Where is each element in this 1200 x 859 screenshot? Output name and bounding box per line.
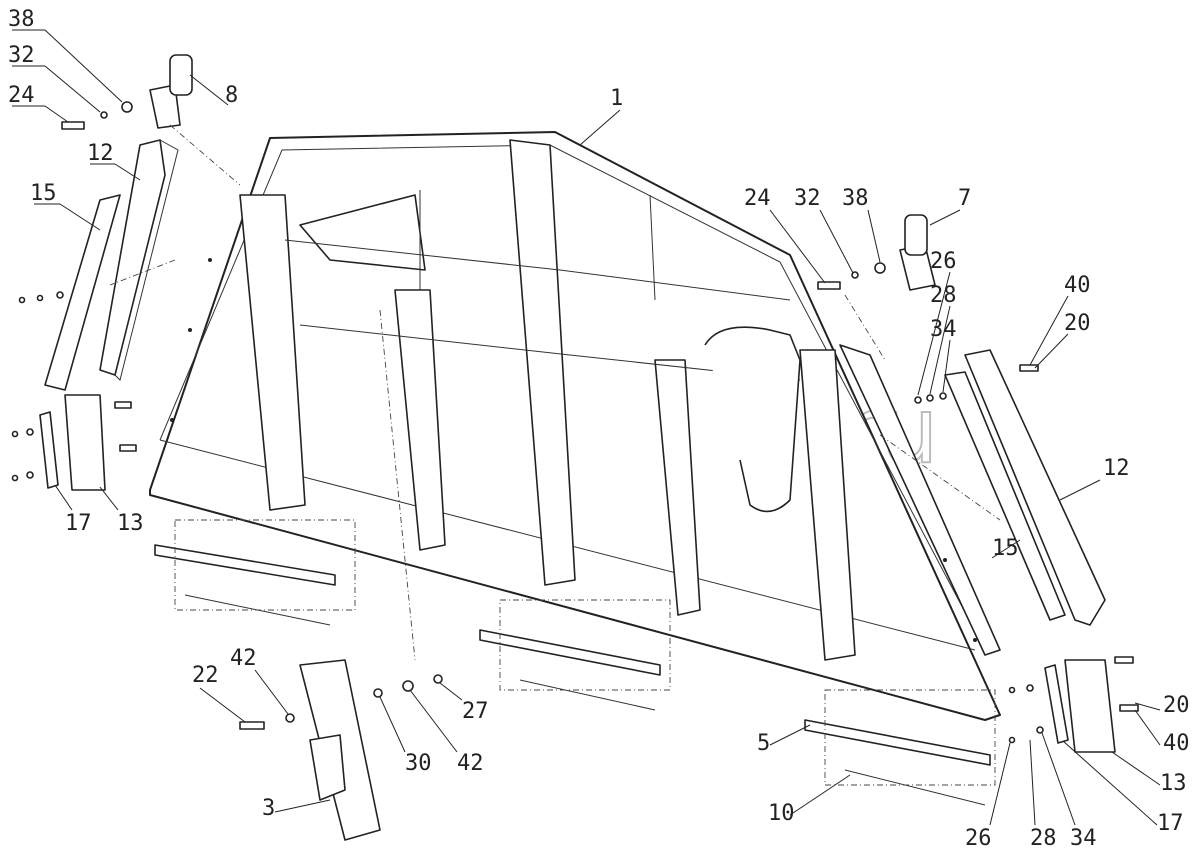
callout-28-top-right: 28 (930, 283, 957, 308)
callout-32-right: 32 (794, 186, 821, 211)
callout-24-top-left: 24 (8, 83, 35, 108)
callout-20-bottom-right: 20 (1163, 693, 1190, 718)
callout-38-right: 38 (842, 186, 869, 211)
right-side-plates (879, 349, 1106, 626)
callout-17-left: 17 (65, 511, 92, 536)
callout-30: 30 (405, 751, 432, 776)
hinge-7 (817, 214, 936, 361)
callout-13-left: 13 (117, 511, 144, 536)
callout-15-right: 15 (992, 536, 1019, 561)
callout-34-top-right: 34 (930, 317, 957, 342)
callout-1: 1 (610, 86, 623, 111)
right-small-plates (1008, 656, 1139, 753)
callout-38-top-left: 38 (8, 7, 35, 32)
callout-8: 8 (225, 83, 238, 108)
hinge-strips (154, 309, 996, 806)
callout-42-left: 42 (230, 646, 257, 671)
callouts: 38 32 24 8 12 15 1 24 32 38 7 26 28 34 4… (8, 7, 1190, 851)
callout-40-top-right: 40 (1064, 273, 1091, 298)
callout-7: 7 (958, 186, 971, 211)
callout-34-bottom: 34 (1070, 826, 1097, 851)
callout-28-bottom: 28 (1030, 826, 1057, 851)
callout-17-bottom-right: 17 (1157, 811, 1184, 836)
callout-5: 5 (757, 731, 770, 756)
callout-12-right: 12 (1103, 456, 1130, 481)
callout-40-bottom-right: 40 (1163, 731, 1190, 756)
callout-22: 22 (192, 663, 219, 688)
callout-20-top-right: 20 (1064, 311, 1091, 336)
left-small-plates (11, 394, 137, 491)
left-side-plates (18, 139, 179, 391)
callout-10: 10 (768, 801, 795, 826)
callout-42-middle: 42 (457, 751, 484, 776)
callout-13-bottom-right: 13 (1160, 771, 1187, 796)
callout-26-bottom: 26 (965, 826, 992, 851)
callout-3: 3 (262, 796, 275, 821)
callout-12-left: 12 (87, 141, 114, 166)
callout-32-top-left: 32 (8, 43, 35, 68)
bracket-3 (239, 659, 443, 841)
main-frame (149, 131, 1001, 721)
callout-15-left: 15 (30, 181, 57, 206)
callout-24-right: 24 (744, 186, 771, 211)
callout-27: 27 (462, 699, 489, 724)
callout-26-top-right: 26 (930, 249, 957, 274)
hinge-8 (61, 54, 241, 186)
